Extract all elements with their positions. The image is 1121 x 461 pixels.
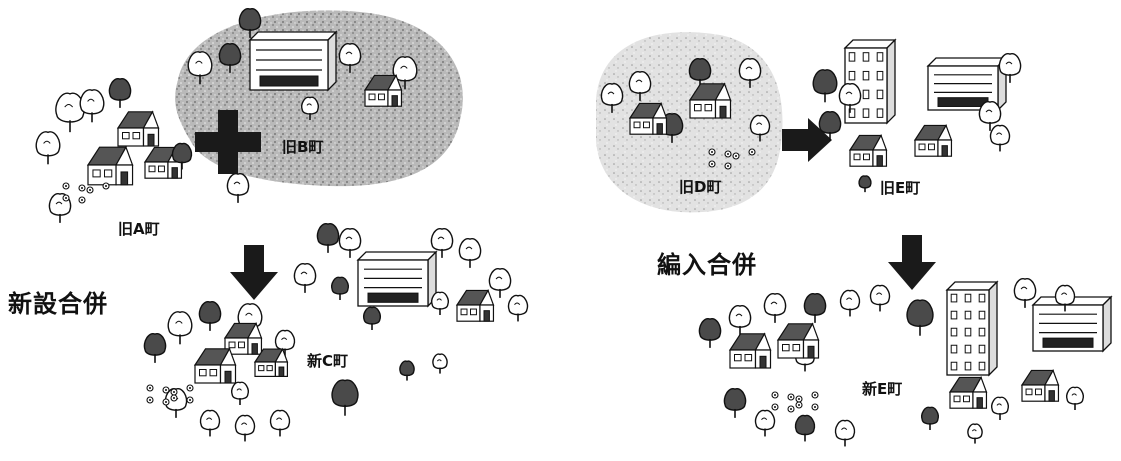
tree-icon: [794, 414, 816, 442]
tree-icon: [338, 227, 362, 258]
tree-icon: [803, 292, 827, 323]
tree-icon: [458, 237, 482, 268]
tree-icon: [728, 304, 752, 335]
tree-icon: [316, 222, 340, 253]
tree-icon: [143, 332, 167, 363]
house-icon: [193, 347, 237, 384]
tree-icon: [991, 396, 1009, 421]
plus-arrow: [195, 110, 261, 174]
tree-icon: [869, 284, 891, 312]
new-e-town-label: 新E町: [862, 380, 903, 398]
tree-icon: [199, 409, 221, 437]
tree-icon: [35, 131, 61, 165]
house-icon: [728, 332, 772, 369]
tree-icon: [430, 227, 454, 258]
house-icon: [848, 133, 888, 167]
tree-icon: [839, 289, 861, 317]
tree-icon: [989, 124, 1011, 152]
hennyu-gappei-heading: 編入合併: [657, 251, 757, 279]
house-icon: [948, 375, 988, 409]
tree-icon: [507, 294, 529, 322]
tree-icon: [1066, 386, 1084, 411]
tree-icon: [432, 353, 448, 374]
house-icon: [223, 321, 263, 355]
house-icon: [628, 101, 668, 135]
tree-icon: [198, 300, 222, 331]
tree-icon: [688, 57, 712, 88]
flower-icon: [146, 384, 194, 406]
tree-icon: [231, 381, 249, 406]
tree-icon: [754, 409, 776, 437]
tree-icon: [293, 262, 317, 293]
tree-icon: [1054, 284, 1076, 312]
shinsetsu-gappei-heading: 新設合併: [8, 290, 108, 318]
scenery: [35, 7, 1113, 447]
house-icon: [253, 347, 289, 377]
right-arrow: [782, 118, 832, 162]
tree-icon: [167, 311, 193, 345]
house-icon: [1020, 368, 1060, 402]
tree-icon: [698, 317, 722, 348]
tall-building-icon: [945, 280, 999, 377]
down-arrow-left: [230, 245, 278, 300]
tree-icon: [921, 406, 939, 431]
house-icon: [776, 322, 820, 359]
tree-icon: [399, 360, 415, 381]
old-a-town-label: 旧A町: [118, 220, 160, 238]
tree-icon: [858, 175, 872, 193]
flower-icon: [62, 182, 110, 204]
house-icon: [116, 110, 160, 147]
tree-icon: [906, 299, 934, 336]
house-icon: [913, 123, 953, 157]
tree-icon: [812, 69, 838, 103]
office-building-icon: [248, 30, 338, 92]
tree-icon: [218, 42, 242, 73]
tree-icon: [967, 423, 983, 444]
tree-icon: [818, 110, 842, 141]
tree-icon: [187, 51, 213, 85]
tree-icon: [723, 387, 747, 418]
tree-icon: [226, 172, 250, 203]
tree-icon: [234, 414, 256, 442]
tree-icon: [269, 409, 291, 437]
tree-icon: [79, 89, 105, 123]
tree-icon: [749, 114, 771, 142]
tree-icon: [1013, 277, 1037, 308]
tree-icon: [392, 56, 418, 90]
office-building-icon: [1031, 295, 1113, 353]
tree-icon: [431, 291, 449, 316]
tree-icon: [363, 306, 381, 331]
house-icon: [455, 288, 495, 322]
tree-icon: [834, 419, 856, 447]
tree-icon: [738, 57, 762, 88]
house-icon: [688, 82, 732, 119]
tree-icon: [55, 92, 85, 133]
tree-icon: [238, 7, 262, 38]
tree-icon: [331, 276, 349, 301]
old-e-town-label: 旧E町: [880, 179, 921, 197]
house-icon: [86, 145, 134, 186]
office-building-icon: [356, 250, 438, 308]
tree-icon: [108, 77, 132, 108]
tree-icon: [338, 42, 362, 73]
old-b-town-label: 旧B町: [282, 138, 324, 156]
tree-icon: [171, 142, 193, 170]
flower-icon: [771, 391, 819, 413]
tree-icon: [978, 100, 1002, 131]
tree-icon: [763, 292, 787, 323]
new-c-town-label: 新C町: [307, 352, 349, 370]
tall-building-icon: [843, 38, 897, 125]
tree-icon: [600, 82, 624, 113]
flower-icon: [708, 148, 756, 170]
down-arrow-right: [888, 235, 936, 290]
tree-icon: [488, 267, 512, 298]
tree-icon: [628, 70, 652, 101]
old-d-town-label: 旧D町: [679, 178, 722, 196]
tree-icon: [331, 379, 359, 416]
house-icon: [363, 73, 403, 107]
tree-icon: [838, 82, 862, 113]
tree-icon: [998, 52, 1022, 83]
tree-icon: [301, 96, 319, 121]
